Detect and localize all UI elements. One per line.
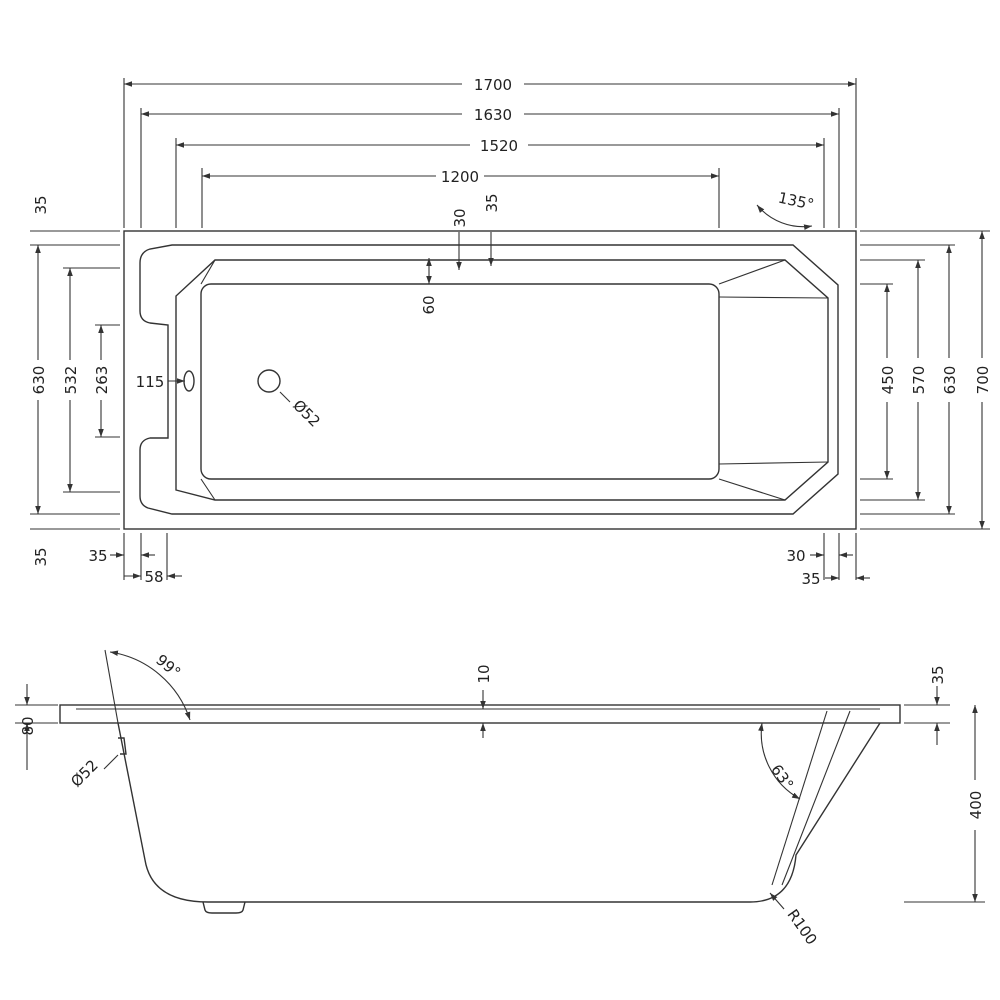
elevation-foot xyxy=(202,901,246,914)
plan-right-dimensions: 450 570 630 700 xyxy=(860,230,992,530)
dim-right-inner-width: 570 xyxy=(910,366,928,395)
plan-view xyxy=(123,230,857,530)
dim-bottom-right-step: 30 xyxy=(786,547,805,565)
dim-overflow-span: 263 xyxy=(93,366,111,395)
dim-base-length: 1200 xyxy=(441,168,479,186)
dim-rim-length: 1630 xyxy=(474,106,512,124)
dim-elevation-waste: Ø52 xyxy=(67,756,102,791)
dim-right-base-width: 450 xyxy=(879,366,897,395)
dim-bottom-left-rim: 35 xyxy=(88,547,107,565)
elevation-rim xyxy=(59,704,901,724)
plan-internal-dimensions: 30 35 60 xyxy=(420,193,501,314)
dim-end-angle: 99° xyxy=(152,651,184,682)
overflow-icon xyxy=(183,370,195,392)
dim-left-top-rim: 35 xyxy=(32,195,50,214)
dim-left-inner-width: 532 xyxy=(62,366,80,395)
dim-waste-diameter: Ø52 xyxy=(289,396,324,431)
dim-overall-length: 1700 xyxy=(474,76,512,94)
dim-rim-thickness: 10 xyxy=(475,664,493,683)
dim-rim-depth: 80 xyxy=(19,716,37,735)
dim-overall-width: 700 xyxy=(974,366,992,395)
plan-top-dimensions: 1700 1630 1520 1200 135° xyxy=(123,76,857,230)
dim-rim-step: 30 xyxy=(451,208,469,227)
dim-right-width: 630 xyxy=(941,366,959,395)
dim-corner-angle: 135° xyxy=(776,189,815,214)
dim-left-bottom-rim: 35 xyxy=(32,547,50,566)
dim-corner-radius: R100 xyxy=(784,906,821,948)
dim-rim-inner: 35 xyxy=(483,193,501,212)
plan-inner-rim xyxy=(139,244,839,515)
elevation-waste xyxy=(118,737,127,755)
elevation-dimensions: 99° 10 80 Ø52 63° 35 400 R100 xyxy=(15,649,985,948)
dim-overflow-offset: 115 xyxy=(136,373,165,391)
dim-bottom-left-step: 58 xyxy=(144,568,163,586)
dim-lip-height: 35 xyxy=(929,665,947,684)
dim-total-height: 400 xyxy=(967,791,985,820)
dim-bottom-right-rim: 35 xyxy=(801,570,820,588)
plan-bottom-dimensions: 35 58 30 35 xyxy=(88,533,870,588)
dim-inner-length: 1520 xyxy=(480,137,518,155)
plan-outer-rim xyxy=(123,230,857,530)
dim-slope-angle: 63° xyxy=(767,761,797,793)
side-elevation xyxy=(59,704,901,914)
dim-floor-offset: 60 xyxy=(420,295,438,314)
dim-left-width: 630 xyxy=(30,366,48,395)
plan-bowl-floor xyxy=(200,283,720,480)
elevation-body xyxy=(117,722,881,903)
waste-icon xyxy=(257,369,281,393)
